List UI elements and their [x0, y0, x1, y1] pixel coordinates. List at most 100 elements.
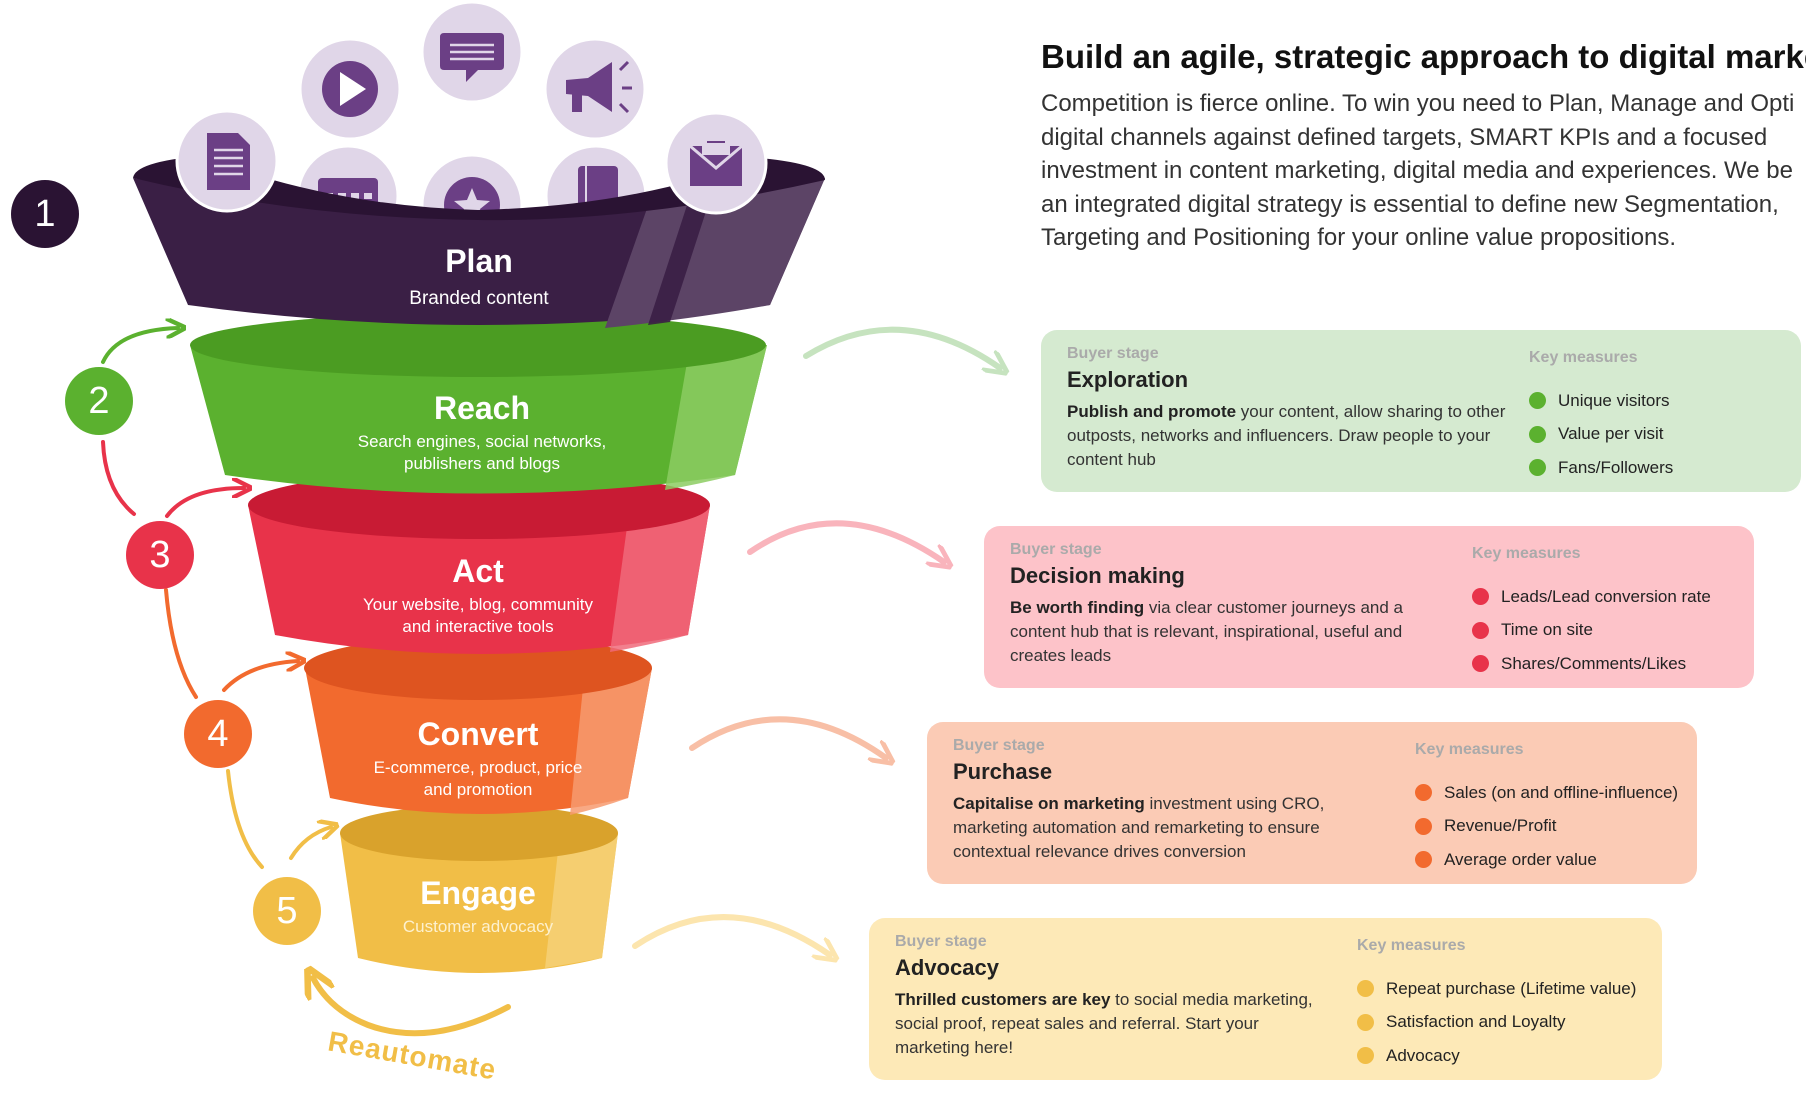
intro-paragraph: Competition is fierce online. To win you…: [1041, 87, 1806, 255]
key-measures-list: Repeat purchase (Lifetime value) Satisfa…: [1357, 972, 1636, 1073]
key-measure-item: Leads/Lead conversion rate: [1472, 580, 1711, 614]
funnel-convert-title: Convert: [417, 716, 539, 752]
stage-number-act: 3: [126, 521, 194, 589]
stage-number-reach: 2: [65, 367, 133, 435]
bullet-dot: [1529, 425, 1546, 443]
stage-number-plan: 1: [11, 180, 79, 248]
key-measures-label: Key measures: [1415, 741, 1524, 758]
document-icon: [175, 109, 279, 213]
funnel-convert-label: Convert E-commerce, product, price and p…: [328, 716, 628, 801]
funnel-reach-subtitle-1: Search engines, social networks,: [357, 432, 607, 451]
funnel-reach-subtitle-2: publishers and blogs: [404, 454, 560, 473]
bullet-dot: [1357, 1013, 1374, 1031]
key-measure-item: Sales (on and offline-influence): [1415, 776, 1678, 810]
funnel-act-subtitle-1: Your website, blog, community: [363, 595, 593, 614]
stage-description-text: to social media marketing, social proof,…: [895, 990, 1313, 1057]
funnel-plan-subtitle: Branded content: [409, 288, 549, 309]
buyer-stage-name: Exploration: [1067, 367, 1189, 392]
key-measure-item: Shares/Comments/Likes: [1472, 647, 1711, 681]
stage-connector-arrows: [101, 328, 511, 1037]
buyer-stage-name: Advocacy: [895, 955, 999, 980]
funnel-convert-subtitle-1: E-commerce, product, price: [373, 758, 583, 777]
key-measures-list: Unique visitors Value per visit Fans/Fol…: [1529, 384, 1673, 485]
buyer-stage-card-advocacy: Buyer stage Advocacy Thrilled customers …: [869, 918, 1662, 1080]
key-measure-item: Average order value: [1415, 843, 1678, 877]
funnel-plan-title: Plan: [445, 243, 513, 279]
bullet-dot: [1357, 1047, 1374, 1065]
bullet-dot: [1415, 851, 1432, 869]
bullet-dot: [1415, 784, 1432, 802]
stage-description: Publish and promote your content, allow …: [1067, 400, 1507, 472]
funnel-act-title: Act: [452, 553, 504, 589]
stage-description: Be worth finding via clear customer jour…: [1010, 596, 1450, 668]
key-measure-item: Fans/Followers: [1529, 451, 1673, 485]
key-measure-item: Advocacy: [1357, 1039, 1636, 1073]
stage-number-convert: 4: [184, 700, 252, 768]
intro-line-5: Targeting and Positioning for your onlin…: [1041, 224, 1677, 251]
key-measures-label: Key measures: [1472, 545, 1581, 562]
key-measure-item: Repeat purchase (Lifetime value): [1357, 972, 1636, 1006]
funnel-plan-label: Plan Branded content: [329, 243, 629, 310]
intro-line-2: digital channels against defined targets…: [1041, 123, 1768, 151]
funnel-reach-label: Reach Search engines, social networks, p…: [332, 390, 632, 475]
key-measure-item: Revenue/Profit: [1415, 810, 1678, 844]
stage-description: Thrilled customers are key to social med…: [895, 988, 1335, 1060]
funnel-convert-segment: [304, 636, 652, 815]
stage-description-text: via clear customer journeys and a conten…: [1010, 598, 1403, 665]
buyer-stage-label: Buyer stage: [953, 737, 1045, 754]
stage-description-bold: Publish and promote: [1067, 402, 1237, 421]
funnel-engage-subtitle: Customer advocacy: [402, 917, 554, 936]
video-play-icon: [298, 37, 402, 141]
stage-description: Capitalise on marketing investment using…: [953, 792, 1393, 864]
bullet-dot: [1472, 621, 1489, 639]
key-measure-item: Satisfaction and Loyalty: [1357, 1006, 1636, 1040]
buyer-stage-card-exploration: Buyer stage Exploration Publish and prom…: [1041, 330, 1801, 492]
funnel-act-label: Act Your website, blog, community and in…: [328, 553, 628, 638]
bullet-dot: [1472, 655, 1489, 673]
page-title: Build an agile, strategic approach to di…: [1041, 38, 1806, 75]
email-icon: [664, 111, 768, 215]
buyer-stage-label: Buyer stage: [1010, 541, 1102, 558]
stage-description-bold: Capitalise on marketing: [953, 794, 1145, 813]
bullet-dot: [1415, 817, 1432, 835]
card-connector-arrows: [632, 326, 1000, 955]
funnel-plan-segment: [133, 156, 825, 328]
buyer-stage-name: Decision making: [1010, 563, 1185, 588]
stage-description-text: your content, allow sharing to other out…: [1067, 402, 1506, 469]
funnel-convert-subtitle-2: and promotion: [423, 780, 533, 799]
megaphone-icon: [543, 37, 647, 141]
key-measures-label: Key measures: [1529, 349, 1638, 366]
bullet-dot: [1472, 588, 1489, 606]
buyer-stage-label: Buyer stage: [895, 933, 987, 950]
key-measure-item: Time on site: [1472, 614, 1711, 648]
funnel-engage-title: Engage: [420, 875, 536, 911]
buyer-stage-card-decision-making: Buyer stage Decision making Be worth fin…: [984, 526, 1754, 688]
funnel-engage-segment: [340, 805, 618, 973]
funnel-reach-title: Reach: [433, 390, 531, 426]
stage-description-bold: Thrilled customers are key: [895, 990, 1111, 1009]
stage-description-bold: Be worth finding: [1010, 598, 1145, 617]
intro-line-4: an integrated digital strategy is essent…: [1041, 190, 1779, 218]
bullet-dot: [1357, 980, 1374, 998]
key-measures-list: Leads/Lead conversion rate Time on site …: [1472, 580, 1711, 681]
buyer-stage-label: Buyer stage: [1067, 345, 1159, 362]
key-measures-list: Sales (on and offline-influence) Revenue…: [1415, 776, 1678, 877]
buyer-stage-card-purchase: Buyer stage Purchase Capitalise on marke…: [927, 722, 1697, 884]
intro-line-1: Competition is fierce online. To win you…: [1041, 90, 1795, 117]
buyer-stage-name: Purchase: [953, 759, 1053, 784]
funnel-reach-segment: [190, 313, 767, 494]
stage-description-text: investment using CRO, marketing automati…: [953, 794, 1325, 861]
floating-icons: [175, 0, 768, 215]
intro-line-3: investment in content marketing, digital…: [1041, 157, 1793, 184]
funnel-engage-label: Engage Customer advocacy: [328, 875, 628, 938]
chat-message-icon: [420, 0, 524, 104]
funnel-act-subtitle-2: and interactive tools: [402, 617, 554, 636]
key-measure-item: Unique visitors: [1529, 384, 1673, 418]
bullet-dot: [1529, 459, 1546, 477]
stage-number-engage: 5: [253, 877, 321, 945]
key-measure-item: Value per visit: [1529, 418, 1673, 452]
key-measures-label: Key measures: [1357, 937, 1466, 954]
bullet-dot: [1529, 392, 1546, 410]
